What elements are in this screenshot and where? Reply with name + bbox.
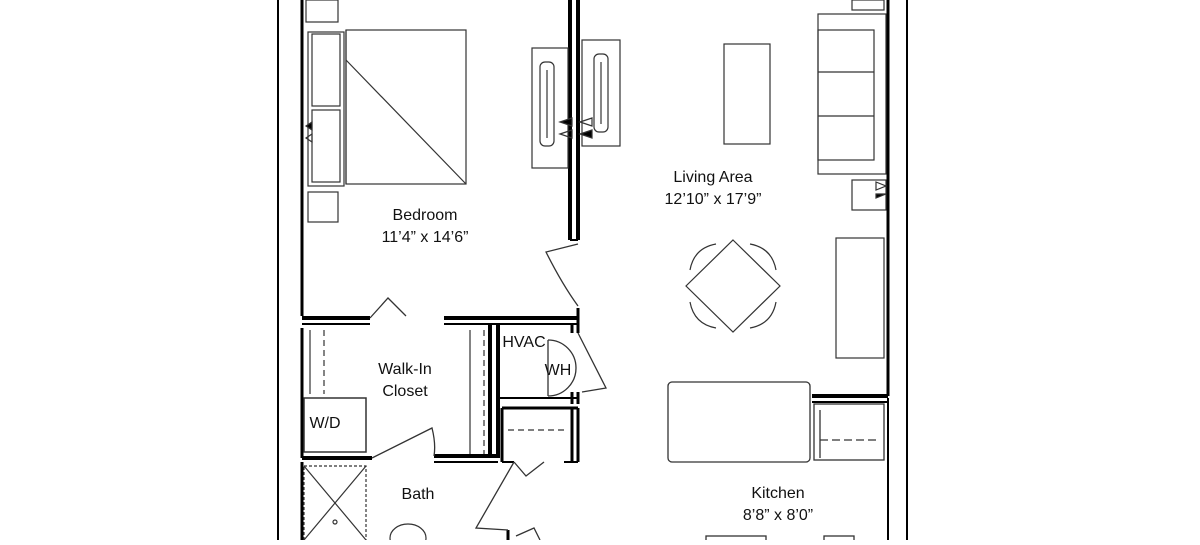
bedroom-furniture (304, 0, 569, 223)
bath-name: Bath (401, 486, 435, 503)
bedroom-dimensions: 11’4” x 14’6” (381, 229, 469, 246)
living-furniture (558, 0, 888, 359)
bedroom-label: Bedroom 11’4” x 14’6” (365, 205, 485, 249)
water-heater-label: WH (538, 360, 578, 382)
closet-name-line2: Closet (382, 383, 428, 400)
living-area-name: Living Area (673, 169, 753, 186)
washer-dryer-label: W/D (304, 413, 346, 435)
water-heater-text: WH (544, 362, 572, 379)
washer-dryer-text: W/D (309, 415, 341, 432)
washer-dryer-unit (303, 397, 367, 453)
doors (369, 243, 607, 541)
water-heater-symbol (547, 339, 577, 397)
interior-walls (302, 0, 888, 540)
walk-in-closet-label: Walk-In Closet (360, 359, 450, 403)
kitchen-name: Kitchen (751, 485, 805, 502)
kitchen-label: Kitchen 8’8” x 8’0” (718, 483, 838, 527)
hvac-label: HVAC (500, 332, 548, 354)
living-area-dimensions: 12’10” x 17’9” (664, 191, 762, 208)
living-area-label: Living Area 12’10” x 17’9” (638, 167, 788, 211)
outer-walls (277, 0, 908, 540)
bath-fixtures (303, 465, 427, 545)
bedroom-name: Bedroom (392, 207, 458, 224)
hvac-text: HVAC (502, 334, 546, 351)
closet-shelves (309, 330, 566, 454)
kitchen-dimensions: 8’8” x 8’0” (742, 507, 814, 524)
bath-label: Bath (388, 484, 448, 506)
closet-name-line1: Walk-In (378, 361, 432, 378)
